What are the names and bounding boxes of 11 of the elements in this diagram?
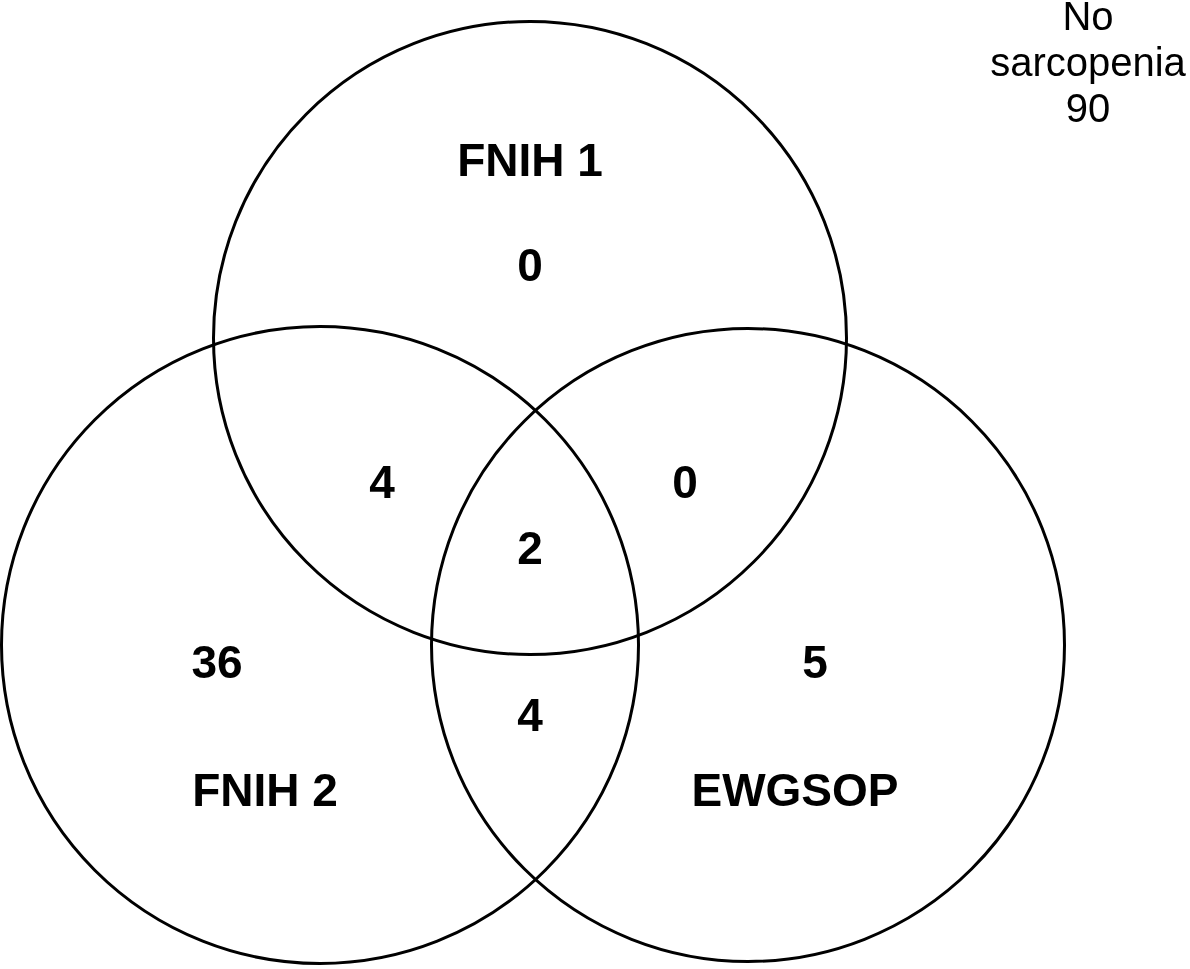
set-label: FNIH 1 [457, 137, 603, 183]
note-text: No sarcopenia 90 [989, 0, 1187, 131]
region-count: 5 [802, 639, 828, 685]
set-label: EWGSOP [691, 767, 899, 813]
region-count: 0 [517, 242, 543, 288]
region-count: 0 [672, 459, 698, 505]
region-count: 4 [517, 692, 543, 738]
region-count: 2 [517, 525, 543, 571]
region-count: 36 [191, 639, 243, 685]
set-label: FNIH 2 [192, 767, 338, 813]
region-count: 4 [369, 459, 395, 505]
